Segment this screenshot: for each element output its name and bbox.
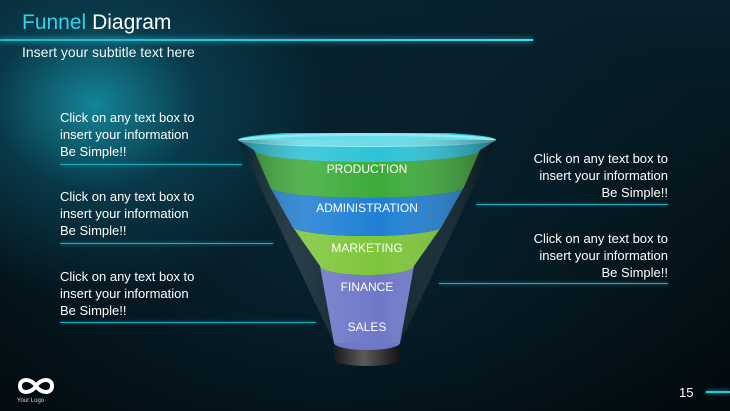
page-number-rule <box>706 391 730 393</box>
funnel-label-finance: FINANCE <box>341 280 394 294</box>
title-main-word: Diagram <box>92 11 172 34</box>
text-box-line: Click on any text box to <box>533 231 668 246</box>
text-box-line: Be Simple!! <box>60 223 127 238</box>
text-box-line: Be Simple!! <box>60 303 127 318</box>
text-box-line: Click on any text box to <box>60 110 195 125</box>
text-box-left-3[interactable]: Click on any text box to insert your inf… <box>60 268 194 319</box>
slide-subtitle[interactable]: Insert your subtitle text here <box>22 44 195 60</box>
slide-title[interactable]: Funnel Diagram <box>22 11 171 35</box>
connector-line-right-1 <box>476 204 668 205</box>
text-box-line: insert your information <box>60 206 189 221</box>
text-box-left-2[interactable]: Click on any text box to insert your inf… <box>60 188 194 239</box>
connector-line-right-2 <box>439 283 668 284</box>
funnel-label-marketing: MARKETING <box>331 241 402 255</box>
funnel-diagram: PRODUCTION ADMINISTRATION MARKETING FINA… <box>238 133 496 366</box>
text-box-line: insert your information <box>539 248 668 263</box>
connector-line-left-1 <box>60 164 242 165</box>
title-underline <box>0 39 533 41</box>
page-number: 15 <box>679 385 694 400</box>
connector-line-left-2 <box>60 243 273 244</box>
text-box-line: Click on any text box to <box>60 189 195 204</box>
connector-line-left-3 <box>60 322 316 323</box>
text-box-line: insert your information <box>60 127 189 142</box>
text-box-line: Be Simple!! <box>601 265 668 280</box>
text-box-line: Click on any text box to <box>533 151 668 166</box>
funnel-shading <box>238 140 496 343</box>
text-box-line: Click on any text box to <box>60 269 195 284</box>
text-box-line: insert your information <box>539 168 668 183</box>
text-box-right-1[interactable]: Click on any text box to insert your inf… <box>534 150 668 201</box>
text-box-left-1[interactable]: Click on any text box to insert your inf… <box>60 109 194 160</box>
funnel-label-sales: SALES <box>348 320 387 334</box>
text-box-line: Be Simple!! <box>601 185 668 200</box>
funnel-label-production: PRODUCTION <box>327 162 408 176</box>
infinity-logo-icon <box>17 378 55 394</box>
text-box-right-2[interactable]: Click on any text box to insert your inf… <box>534 230 668 281</box>
logo-caption: Your Logo <box>17 398 45 404</box>
text-box-line: Be Simple!! <box>60 144 127 159</box>
funnel-label-administration: ADMINISTRATION <box>316 201 418 215</box>
text-box-line: insert your information <box>60 286 189 301</box>
title-accent-word: Funnel <box>22 11 87 34</box>
